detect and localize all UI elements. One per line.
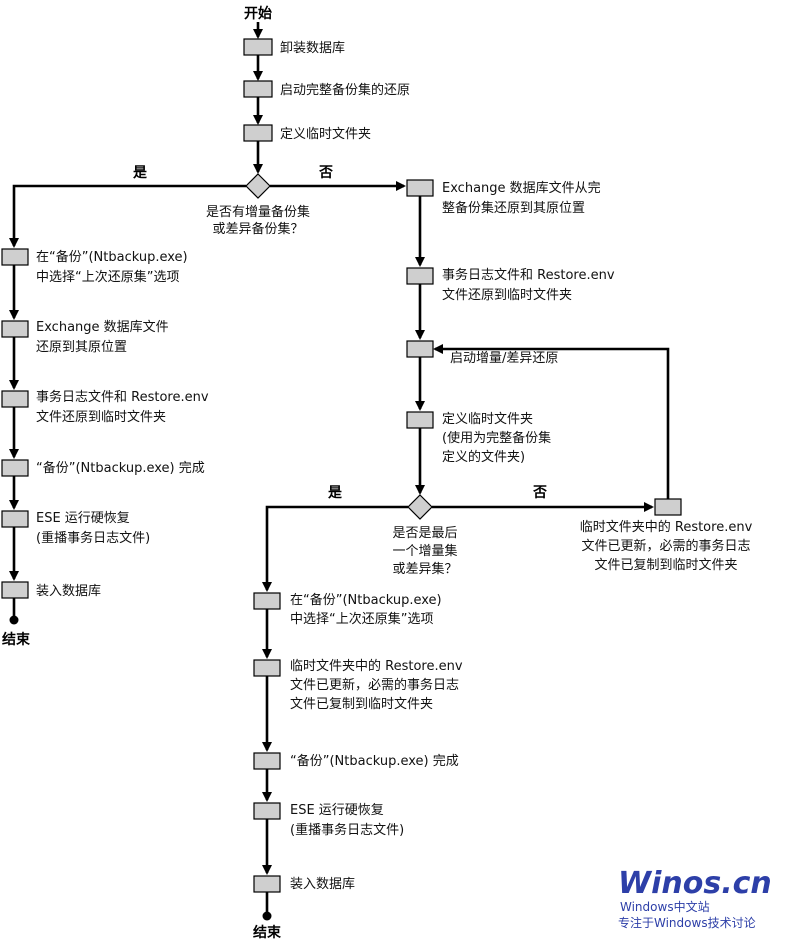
step-box — [1, 248, 29, 266]
step-label: (使用为完整备份集 — [442, 430, 551, 446]
step-box — [406, 267, 434, 285]
decision2-question-line2: 一个增量集 — [392, 543, 457, 559]
watermark-line1: Windows中文站 — [620, 899, 710, 914]
watermark: Winos.cn Windows中文站 专注于Windows技术讨论 — [618, 866, 772, 930]
end-label-right: 结束 — [253, 924, 282, 940]
step-label: 启动完整备份集的还原 — [280, 82, 410, 98]
watermark-brand: Winos.cn — [618, 866, 772, 901]
start-label: 开始 — [244, 5, 272, 22]
decision-1: 是 否 是否有增量备份集 或差异备份集？ — [9, 165, 406, 248]
step-label: 卸装数据库 — [280, 40, 345, 56]
watermark-line2: 专注于Windows技术讨论 — [618, 915, 756, 930]
step-label: 在“备份”(Ntbackup.exe) — [290, 592, 442, 608]
step-box — [1, 320, 29, 338]
step-label: ESE 运行硬恢复 — [36, 511, 130, 526]
step-box — [243, 80, 273, 98]
right-branch: Exchange 数据库文件从完 整备份集还原到其原位置 事务日志文件和 Res… — [406, 179, 615, 495]
step-label: 整备份集还原到其原位置 — [442, 200, 585, 216]
step-label: 启动增量/差异还原 — [450, 351, 558, 366]
step-label: (重播事务日志文件) — [36, 530, 150, 546]
left-branch: 在“备份”(Ntbackup.exe) 中选择“上次还原集”选项 Exchang… — [1, 248, 209, 648]
step-box — [243, 38, 273, 56]
step-box — [406, 340, 434, 358]
step-label: 文件已更新，必需的事务日志 — [581, 538, 750, 554]
step-box — [253, 802, 281, 820]
step-label: 还原到其原位置 — [36, 340, 127, 355]
step-label: ESE 运行硬恢复 — [290, 803, 384, 818]
step-label: 文件已更新，必需的事务日志 — [290, 677, 459, 693]
step-label: 在“备份”(Ntbackup.exe) — [36, 249, 188, 265]
decision1-no-label: 否 — [318, 165, 333, 181]
step-label: 事务日志文件和 Restore.env — [36, 389, 209, 405]
final-branch: 在“备份”(Ntbackup.exe) 中选择“上次还原集”选项 临时文件夹中的… — [253, 592, 463, 940]
step-label: Exchange 数据库文件从完 — [442, 180, 601, 196]
decision1-question-line2: 或差异备份集？ — [212, 221, 303, 237]
step-label: 文件还原到临时文件夹 — [442, 288, 572, 303]
step-label: 临时文件夹中的 Restore.env — [290, 658, 463, 674]
step-label: 事务日志文件和 Restore.env — [442, 267, 615, 283]
step-label: “备份”(Ntbackup.exe) 完成 — [290, 753, 459, 769]
decision2-no-label: 否 — [532, 485, 547, 501]
step-label: 中选择“上次还原集”选项 — [290, 611, 433, 627]
decision-diamond — [407, 494, 433, 520]
step-label: 临时文件夹中的 Restore.env — [580, 519, 753, 535]
loop-step: 临时文件夹中的 Restore.env 文件已更新，必需的事务日志 文件已复制到… — [433, 344, 753, 573]
decision-diamond — [245, 173, 271, 199]
step-box — [1, 581, 29, 599]
step-box — [654, 498, 682, 516]
step-label: 定义的文件夹) — [442, 449, 525, 465]
step-label: 装入数据库 — [36, 583, 101, 599]
step-label: Exchange 数据库文件 — [36, 319, 169, 335]
end-terminal-left — [9, 615, 19, 625]
step-box — [253, 592, 281, 610]
step-box — [406, 179, 434, 197]
decision2-question-line1: 是否是最后 — [392, 526, 457, 541]
step-label: 文件还原到临时文件夹 — [36, 410, 166, 425]
step-label: (重播事务日志文件) — [290, 822, 404, 838]
step-label: 文件已复制到临时文件夹 — [290, 697, 433, 712]
step-label: 文件已复制到临时文件夹 — [594, 558, 737, 573]
step-box — [406, 411, 434, 429]
end-terminal-right — [262, 911, 272, 921]
step-box — [1, 390, 29, 408]
step-box — [243, 124, 273, 142]
decision2-yes-label: 是 — [328, 485, 343, 501]
decision1-question-line1: 是否有增量备份集 — [206, 204, 310, 220]
step-label: “备份”(Ntbackup.exe) 完成 — [36, 460, 205, 476]
step-label: 装入数据库 — [290, 876, 355, 892]
decision-2: 是 否 是否是最后 一个增量集 或差异集？ — [262, 485, 654, 592]
step-box — [253, 752, 281, 770]
step-box — [1, 510, 29, 528]
step-label: 定义临时文件夹 — [280, 127, 371, 142]
step-box — [253, 659, 281, 677]
step-box — [253, 875, 281, 893]
main-steps: 卸装数据库 启动完整备份集的还原 定义临时文件夹 — [243, 22, 410, 174]
decision1-yes-label: 是 — [133, 165, 148, 181]
step-label: 中选择“上次还原集”选项 — [36, 269, 179, 285]
step-box — [1, 459, 29, 477]
end-label-left: 结束 — [2, 631, 31, 648]
step-label: 定义临时文件夹 — [442, 412, 533, 427]
decision2-question-line3: 或差异集？ — [392, 561, 457, 577]
